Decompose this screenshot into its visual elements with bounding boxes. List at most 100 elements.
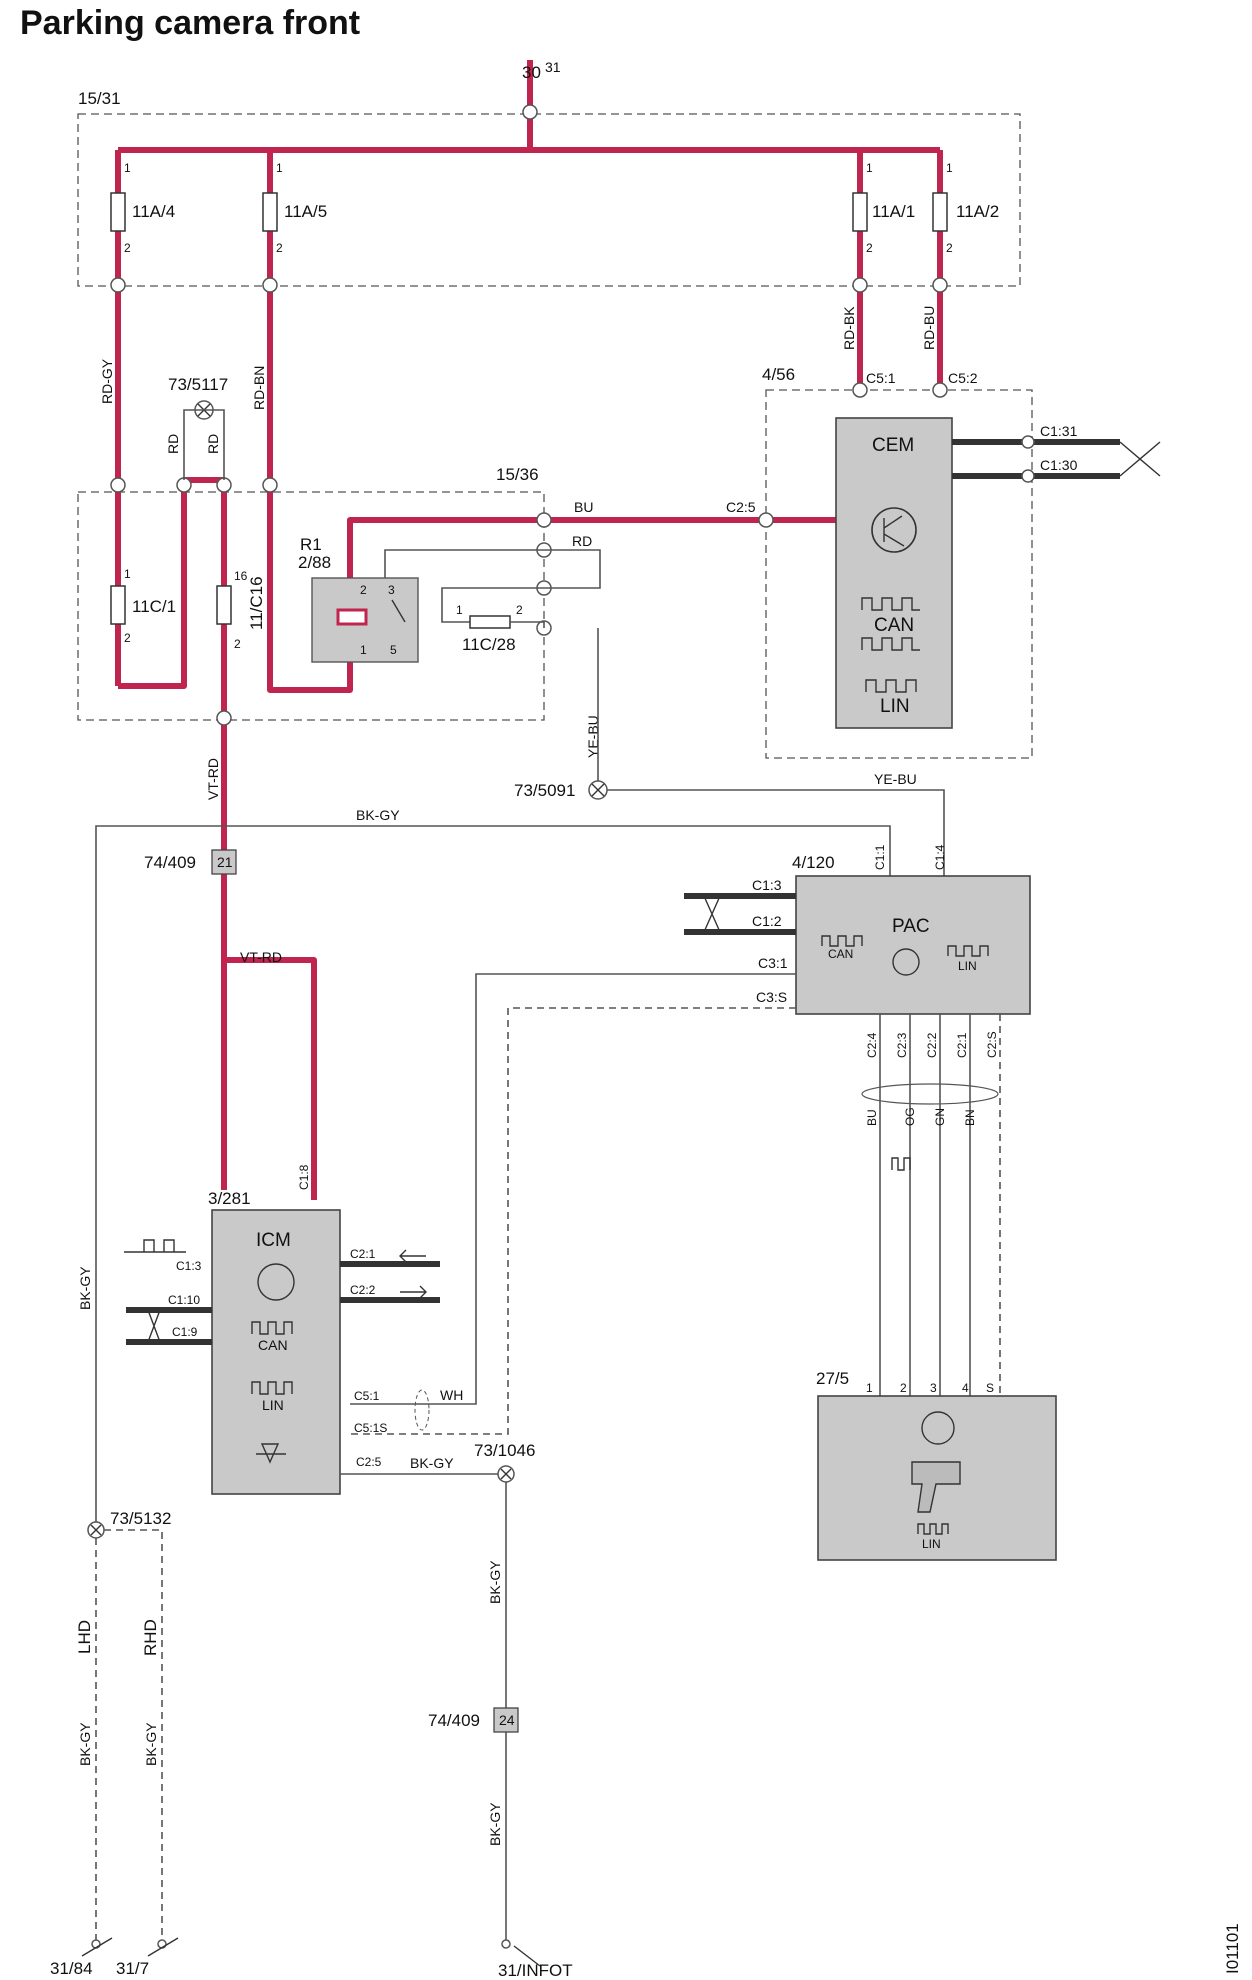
node-rd1 xyxy=(176,477,192,493)
pac-twist xyxy=(703,895,721,933)
fuse-11a4-label: 11A/4 xyxy=(132,202,175,221)
relay-id-a: R1 xyxy=(300,535,322,554)
wire-label-bkgy7: BK-GY xyxy=(143,1722,159,1766)
camera-pin-2: 2 xyxy=(900,1381,907,1395)
fuse-11c1 xyxy=(110,585,126,625)
splice-5117-label: 73/5117 xyxy=(168,375,228,394)
cem-twist xyxy=(1119,441,1161,477)
cem-pin-c130: C1:30 xyxy=(1040,457,1078,473)
wire-label-bkgy: BK-GY xyxy=(356,807,400,823)
relay-coil xyxy=(336,608,368,626)
icm-pin-c22: C2:2 xyxy=(350,1283,376,1297)
icm-can: CAN xyxy=(258,1337,288,1353)
pac-pin-c14: C1:4 xyxy=(933,844,947,870)
fuse-11c16-label: 11/C16 xyxy=(247,576,266,630)
pin-label: 2 xyxy=(516,603,523,617)
pac-pin-c31: C3:1 xyxy=(758,955,788,971)
wire-label-gn: GN xyxy=(933,1108,947,1126)
splice-5091-mark xyxy=(591,783,605,797)
fuse-11a2-label: 11A/2 xyxy=(956,202,999,221)
icm-pin-c19: C1:9 xyxy=(172,1325,198,1339)
fuse-11c16 xyxy=(216,585,232,625)
document-code: I01101 xyxy=(1223,1923,1242,1974)
icm-transistor-icon xyxy=(257,1263,295,1301)
splice-5132-label: 73/5132 xyxy=(110,1509,171,1528)
wire-label-bkgy5: BK-GY xyxy=(487,1802,503,1846)
connector-74-409-pin21 xyxy=(211,849,237,875)
pac-pin-c2s: C2:S xyxy=(985,1031,999,1058)
icm-pin-c13: C1:3 xyxy=(176,1259,202,1273)
icm-lin: LIN xyxy=(262,1397,284,1413)
node-cem-c51 xyxy=(852,382,868,398)
fusebox-15-36-label: 15/36 xyxy=(496,465,539,484)
wire-label-rd2: RD xyxy=(205,434,221,454)
cem-name: CEM xyxy=(872,435,914,456)
fuse28-out xyxy=(510,621,545,628)
camera-pin-3: 3 xyxy=(930,1381,937,1395)
node-f4 xyxy=(110,277,126,293)
connector-pin-24: 24 xyxy=(499,1712,515,1728)
cem-can-wave-bottom xyxy=(861,637,920,651)
pin-label: 1 xyxy=(456,603,463,617)
node-c130 xyxy=(1021,469,1035,483)
pin-label: 1 xyxy=(866,161,873,175)
ground-31-infot: 31/INFOT xyxy=(498,1961,573,1980)
wire-bkgy-main xyxy=(95,825,891,1530)
arrow-in xyxy=(399,1249,426,1263)
fuse-11a1 xyxy=(852,192,868,232)
wire-to-fuse28 xyxy=(441,587,544,623)
pin-label: 2 xyxy=(234,637,241,651)
connector-pin-21: 21 xyxy=(217,854,233,870)
cem-pin-c51: C5:1 xyxy=(866,370,896,386)
wire-label-yebu: YE-BU xyxy=(585,715,601,758)
wire-label-vtrd2: VT-RD xyxy=(240,949,282,965)
cem-transistor-symbol xyxy=(883,515,905,547)
relay-contact xyxy=(391,599,406,623)
splice-5117-wire xyxy=(183,409,225,480)
icm-id: 3/281 xyxy=(208,1189,251,1208)
wire-label-vtrd: VT-RD xyxy=(205,758,221,800)
icm-c13-signal xyxy=(124,1239,186,1253)
ground-node-3 xyxy=(501,1939,511,1949)
cem-can: CAN xyxy=(874,615,914,636)
wire-label-rd3: RD xyxy=(572,533,592,549)
wire-label-bkgy4: BK-GY xyxy=(487,1560,503,1604)
fuse-11a4 xyxy=(110,192,126,232)
fuse-11a1-label: 11A/1 xyxy=(872,202,915,221)
cem-pin-c131: C1:31 xyxy=(1040,423,1078,439)
cem-pin-c52: C5:2 xyxy=(948,370,978,386)
pac-pin-c13: C1:3 xyxy=(752,877,782,893)
ground-switch-1 xyxy=(81,1937,113,1957)
pac-id: 4/120 xyxy=(792,853,835,872)
camera-pin-s: S xyxy=(986,1381,994,1395)
pin-label: 1 xyxy=(946,161,953,175)
pac-module xyxy=(795,875,1031,1015)
pin-label: 2 xyxy=(124,241,131,255)
node-rd2 xyxy=(216,477,232,493)
icm-pin-c51s: C5:1S xyxy=(354,1421,387,1435)
variant-lhd: LHD xyxy=(75,1620,94,1654)
icm-module xyxy=(211,1209,341,1495)
fuse-11c28-label: 11C/28 xyxy=(462,635,516,654)
camera-icon xyxy=(911,1461,961,1513)
wire-label-rd1: RD xyxy=(165,434,181,454)
ground-switch-2 xyxy=(147,1937,179,1957)
pac-lin-out-wave xyxy=(891,1157,911,1171)
splice-5091-label: 73/5091 xyxy=(514,781,575,800)
fuse-11a2 xyxy=(932,192,948,232)
pac-lin-wave xyxy=(947,945,989,957)
ground-31-7: 31/7 xyxy=(116,1959,149,1978)
connector-74-409-label: 74/409 xyxy=(144,853,196,872)
node-cem-c52 xyxy=(932,382,948,398)
fuse-11c28 xyxy=(469,615,511,629)
camera-transistor-icon xyxy=(921,1411,955,1445)
pin-label: 2 xyxy=(946,241,953,255)
wire-label-bu: BU xyxy=(574,499,593,515)
wire-label-og: OG xyxy=(903,1107,917,1126)
fusebox-15-31 xyxy=(77,113,1021,287)
node-30 xyxy=(522,104,538,120)
node-f5 xyxy=(262,277,278,293)
wire-shield xyxy=(350,1007,796,1435)
pin-label: 2 xyxy=(124,631,131,645)
